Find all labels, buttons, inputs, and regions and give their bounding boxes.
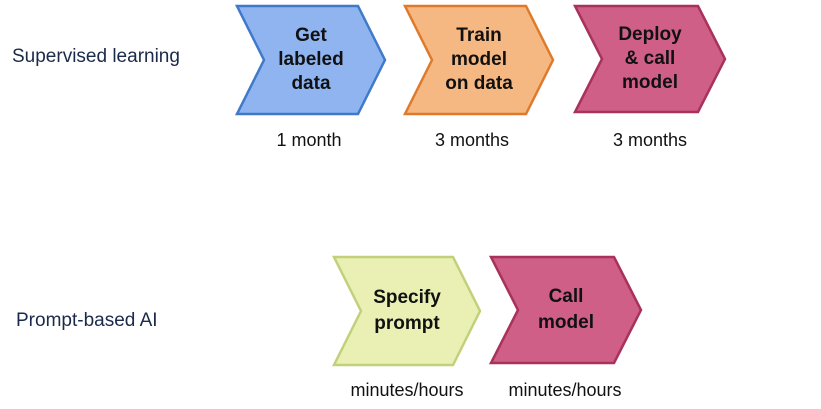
step-get-labeled-data: Get labeled data [234, 4, 387, 116]
duration-deploy: 3 months [612, 130, 688, 150]
chevron-polygon [488, 255, 643, 365]
step-label: Specify prompt [373, 287, 441, 334]
duration-train-model: 3 months [434, 130, 510, 150]
chevron-shape [234, 4, 387, 116]
step-specify-prompt: Specify prompt [331, 255, 482, 367]
duration-call-model: minutes/hours [508, 380, 622, 400]
chevron-polygon [402, 4, 555, 116]
chevron-shape [331, 255, 482, 367]
step-label: Train model on data [445, 25, 513, 94]
duration-get-labeled-data: 1 month [276, 130, 342, 150]
step-deploy-and-call-model: Deploy & call model [572, 4, 727, 114]
chevron-polygon [331, 255, 482, 367]
chevron-shape [572, 4, 727, 114]
chevron-shape [488, 255, 643, 365]
step-train-model-on-data: Train model on data [402, 4, 555, 116]
row-label-supervised-learning: Supervised learning [12, 46, 180, 67]
step-label: Deploy & call model [618, 24, 682, 93]
chevron-shape [402, 4, 555, 116]
row-label-prompt-based-ai: Prompt-based AI [16, 310, 158, 331]
duration-specify-prompt: minutes/hours [350, 380, 464, 400]
chevron-polygon [572, 4, 727, 114]
chevron-polygon [234, 4, 387, 116]
step-label: Call model [538, 286, 594, 333]
step-label: Get labeled data [278, 25, 344, 94]
step-call-model: Call model [488, 255, 643, 365]
